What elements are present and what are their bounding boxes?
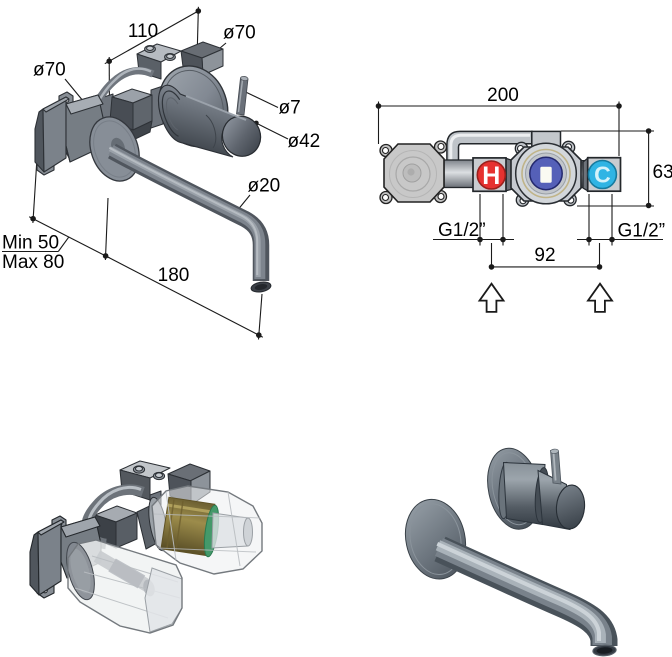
svg-text:92: 92 [534,245,555,266]
svg-text:ø70: ø70 [33,60,66,81]
svg-text:110: 110 [128,21,158,42]
svg-text:200: 200 [487,85,519,106]
svg-text:ø20: ø20 [248,176,281,197]
svg-text:H: H [482,162,500,190]
svg-text:G1/2”: G1/2” [618,221,666,242]
svg-text:ø70: ø70 [223,23,256,44]
svg-text:Min 50: Min 50 [2,233,59,254]
svg-text:63: 63 [653,162,672,183]
svg-text:C: C [594,162,611,188]
svg-text:180: 180 [158,265,190,286]
svg-text:ø42: ø42 [288,131,321,152]
svg-text:Max 80: Max 80 [2,252,64,273]
svg-text:G1/2”: G1/2” [438,220,486,241]
svg-text:ø7: ø7 [279,98,301,119]
